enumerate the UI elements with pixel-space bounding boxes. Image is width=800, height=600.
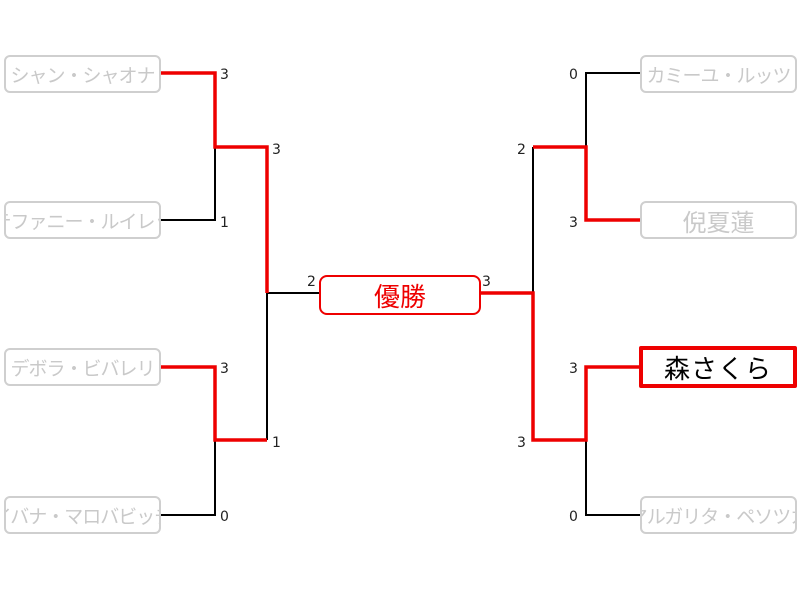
final-label: 優勝: [373, 282, 426, 313]
final-label-box: 優勝: [319, 275, 481, 315]
player-name: 倪夏蓮: [682, 208, 755, 237]
score-r3: 3: [569, 361, 578, 377]
score-l2: 1: [220, 215, 229, 231]
player-name: カミーユ・ルッツ: [646, 64, 791, 87]
line-l-semi-bottom: [266, 292, 319, 440]
line-l2: [161, 147, 216, 221]
line-l4: [161, 440, 216, 516]
champion-box: 森さくら: [639, 346, 797, 388]
player-box-r1: カミーユ・ルッツ: [640, 55, 797, 93]
player-name: ステファニー・ルイレット: [6, 210, 159, 233]
score-r-semi-top: 2: [517, 142, 526, 158]
line-r2-path: [533, 145, 640, 222]
line-champion-path: [481, 291, 639, 442]
score-final-right: 3: [482, 274, 491, 290]
player-name: イバナ・マロバビッチ: [6, 505, 159, 528]
player-box-r4: マルガリタ・ペソツカ: [640, 496, 797, 534]
player-name: デボラ・ビバレリ: [10, 357, 155, 380]
player-box-l3: デボラ・ビバレリ: [4, 348, 161, 386]
score-final-left: 2: [307, 274, 316, 290]
player-box-l4: イバナ・マロバビッチ: [4, 496, 161, 534]
line-l1-path: [161, 71, 269, 293]
score-l-semi-bottom: 1: [272, 435, 281, 451]
player-name: マルガリタ・ペソツカ: [642, 505, 795, 528]
score-l1: 3: [220, 67, 229, 83]
line-l3-path: [161, 365, 267, 442]
score-r1: 0: [569, 67, 578, 83]
line-r1: [585, 72, 640, 147]
line-r4: [585, 440, 640, 516]
player-box-r2: 倪夏蓮: [640, 201, 797, 239]
player-name: シャン・シャオナ: [10, 64, 155, 87]
player-box-l2: ステファニー・ルイレット: [4, 201, 161, 239]
score-l3: 3: [220, 361, 229, 377]
score-r-semi-bottom: 3: [517, 435, 526, 451]
champion-name: 森さくら: [663, 354, 772, 385]
player-box-l1: シャン・シャオナ: [4, 55, 161, 93]
score-l4: 0: [220, 509, 229, 525]
score-r2: 3: [569, 215, 578, 231]
score-r4: 0: [569, 509, 578, 525]
score-l-semi-top: 3: [272, 142, 281, 158]
